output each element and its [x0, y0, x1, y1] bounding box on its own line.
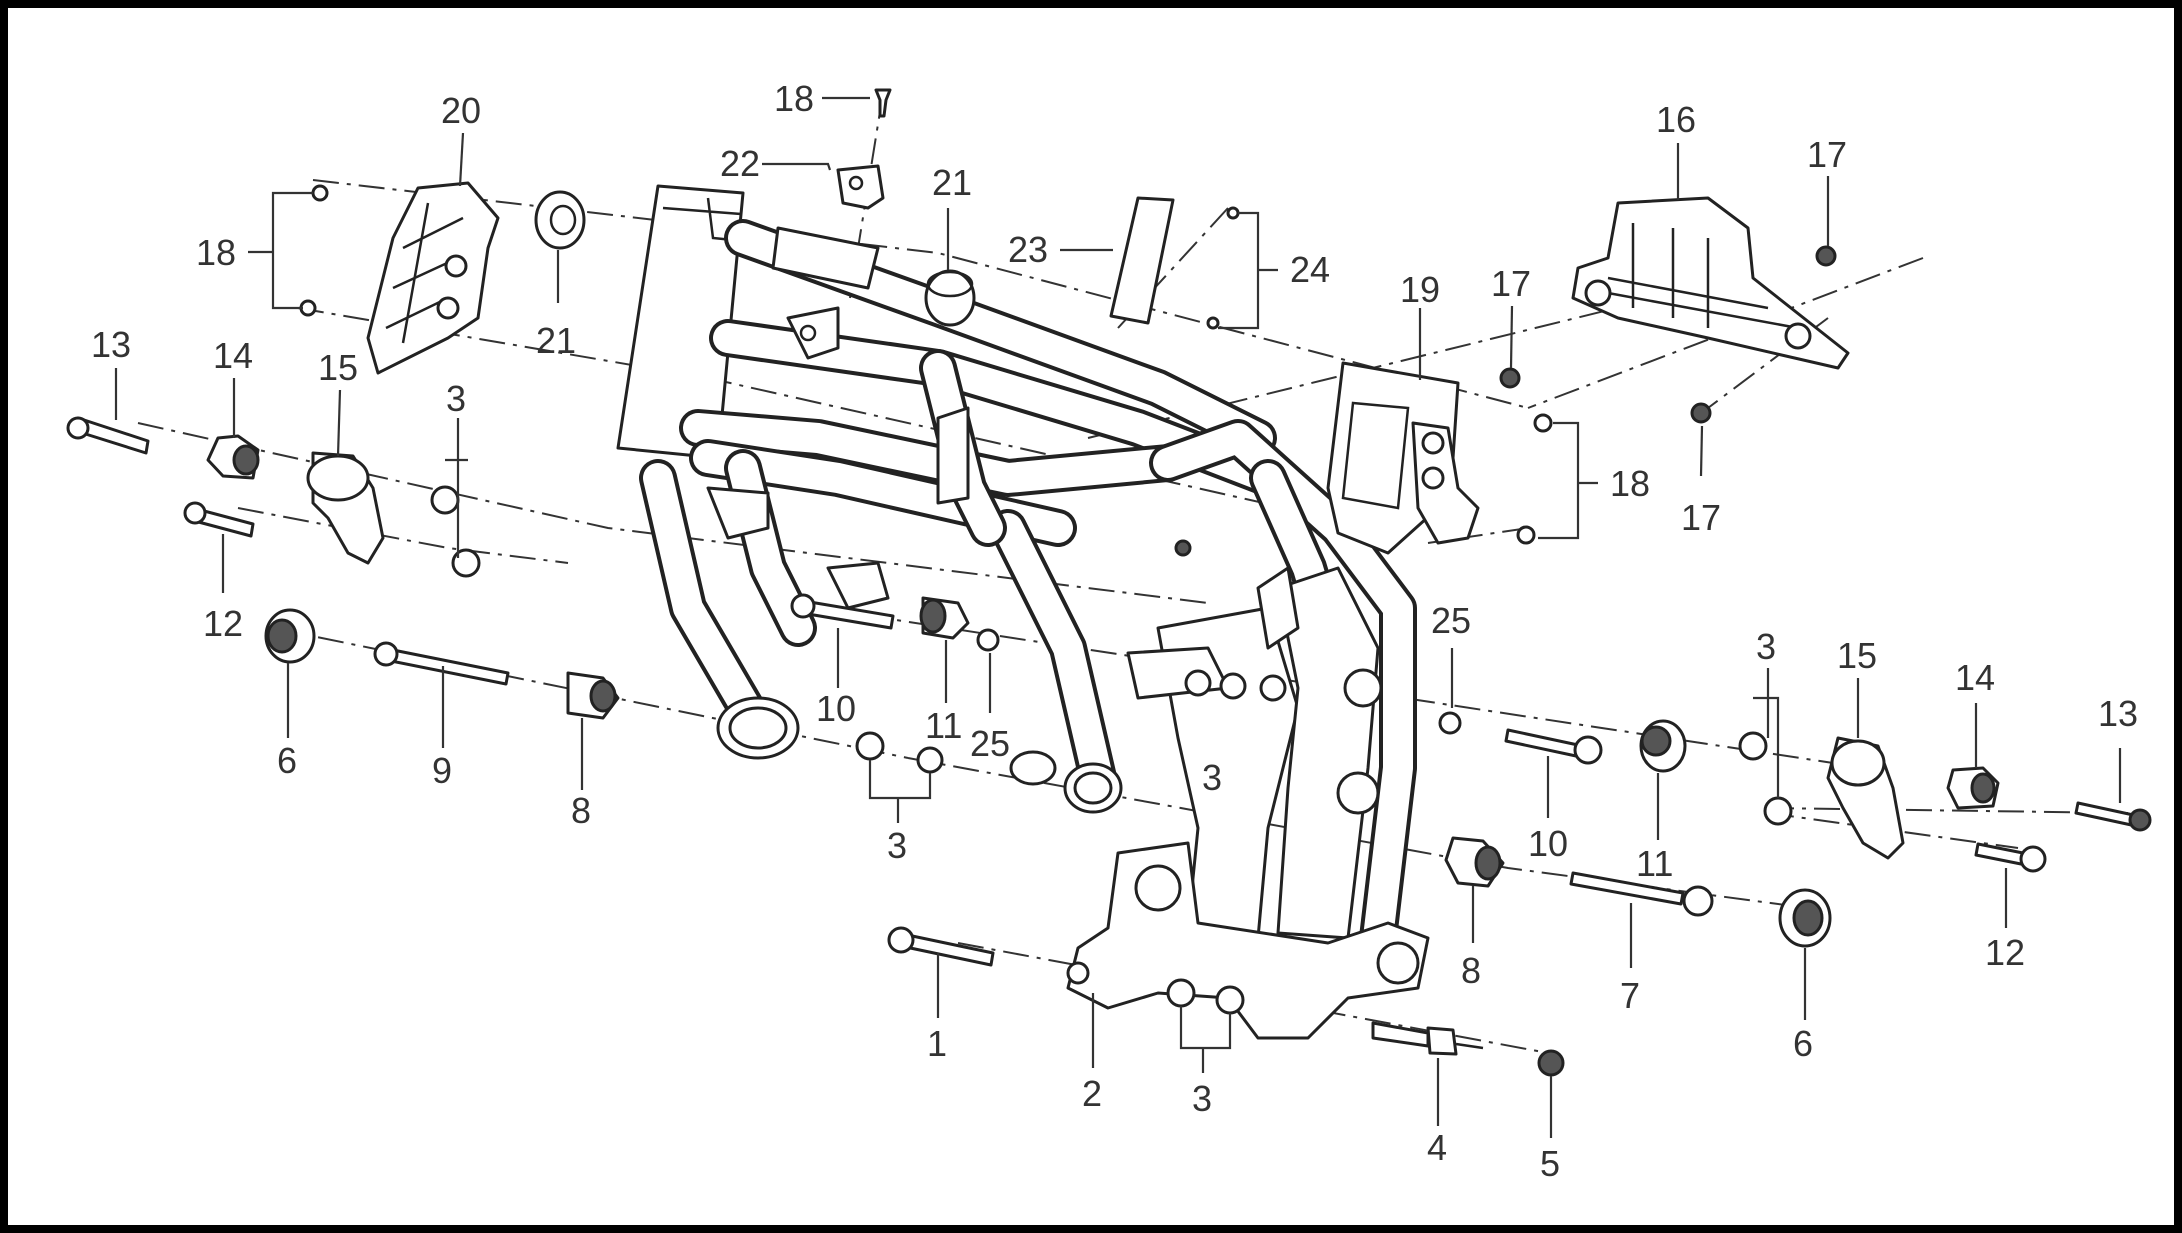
part-20-front-cover — [366, 181, 500, 375]
bolt-10-right — [1504, 728, 1580, 758]
callout-14: 14 — [213, 335, 253, 376]
axis-plate-23 — [1117, 207, 1229, 329]
nut-3-bottom-right — [1215, 985, 1245, 1015]
callout-22: 22 — [720, 143, 760, 184]
callout-13: 13 — [2098, 693, 2138, 734]
nut-3-right-lower — [1763, 796, 1793, 826]
callout-17: 17 — [1807, 134, 1847, 175]
nut-3-right-upper — [1738, 731, 1768, 761]
callout-18: 18 — [1610, 463, 1650, 504]
exploded-parts-diagram: 18 22 20 21 21 23 24 16 17 17 17 19 18 1… — [66, 78, 2152, 1184]
callout-25: 25 — [1431, 600, 1471, 641]
callout-6: 6 — [1793, 1023, 1813, 1064]
screw-18-right-upper — [1533, 413, 1553, 433]
bushing-21-right — [924, 269, 976, 327]
nut-3-left-upper — [430, 485, 460, 515]
callout-25: 25 — [970, 723, 1010, 764]
nut-3-center-left — [855, 731, 885, 761]
screw-18-left-upper — [311, 184, 329, 202]
axis-front-mount-12 — [237, 507, 569, 564]
screw-17-lower — [1690, 402, 1712, 424]
callout-4: 4 — [1427, 1127, 1447, 1168]
callout-6: 6 — [277, 740, 297, 781]
nut-5 — [1537, 1049, 1565, 1077]
axis-bolt-17-upper — [1527, 257, 1924, 409]
callout-14: 14 — [1955, 657, 1995, 698]
callout-7: 7 — [1620, 975, 1640, 1016]
callout-18: 18 — [774, 78, 814, 119]
callout-15: 15 — [318, 347, 358, 388]
callout-11: 11 — [925, 705, 962, 746]
callout-8: 8 — [1461, 950, 1481, 991]
axis-bolt-18-lower — [1427, 527, 1529, 544]
callout-17: 17 — [1681, 497, 1721, 538]
part-24-rivets — [1206, 206, 1240, 330]
callout-2: 2 — [1082, 1073, 1102, 1114]
washer-25-right — [1438, 711, 1462, 735]
leader-lines — [114, 96, 2122, 1138]
callout-9: 9 — [432, 750, 452, 791]
callout-15: 15 — [1837, 635, 1877, 676]
bolt-9 — [379, 646, 510, 686]
callout-21: 21 — [536, 320, 576, 361]
callout-1: 1 — [927, 1023, 947, 1064]
part-21-bushings — [534, 190, 976, 327]
callout-21: 21 — [932, 162, 972, 203]
callout-3: 3 — [1192, 1078, 1212, 1119]
axis-rear-mount-13 — [1767, 807, 2129, 814]
bushing-21-left — [534, 190, 586, 250]
nut-3-center-right — [916, 746, 944, 774]
callout-10: 10 — [816, 688, 856, 729]
callout-labels: 18 22 20 21 21 23 24 16 17 17 17 19 18 1… — [91, 78, 2138, 1184]
callout-11: 11 — [1636, 843, 1673, 884]
callout-3: 3 — [1202, 757, 1222, 798]
bolt-7 — [1569, 871, 1685, 906]
screw-17-mid — [1499, 367, 1521, 389]
axis-front-mount-13 — [137, 422, 1209, 604]
callout-17: 17 — [1491, 263, 1531, 304]
axis-upper-bolts — [312, 179, 1529, 409]
callout-5: 5 — [1540, 1143, 1560, 1184]
screw-18-left-lower — [299, 299, 317, 317]
callout-13: 13 — [91, 324, 131, 365]
callout-16: 16 — [1656, 99, 1696, 140]
part-22-bracket — [836, 164, 885, 210]
callout-3: 3 — [887, 825, 907, 866]
fasteners — [66, 88, 2152, 1077]
washer-25-left — [976, 628, 1000, 652]
callout-18: 18 — [196, 232, 236, 273]
callout-23: 23 — [1008, 229, 1048, 270]
part-16-rear-cover — [1571, 196, 1850, 370]
part-19-bracket — [1326, 361, 1480, 555]
callout-12: 12 — [203, 603, 243, 644]
callout-12: 12 — [1985, 932, 2025, 973]
screw-18-top — [874, 88, 892, 118]
bolt-13-right — [2074, 801, 2140, 828]
part-2-rear-mount-bracket — [1066, 841, 1430, 1040]
frame-bracket-top — [771, 226, 880, 290]
part-23-plate — [1109, 196, 1175, 325]
callout-3: 3 — [446, 378, 466, 419]
nut-3-left-lower — [451, 548, 481, 578]
main-frame — [616, 184, 1417, 957]
callout-10: 10 — [1528, 823, 1568, 864]
callout-24: 24 — [1290, 249, 1330, 290]
screw-18-right-lower — [1516, 525, 1536, 545]
callout-19: 19 — [1400, 269, 1440, 310]
callout-20: 20 — [441, 90, 481, 131]
callout-8: 8 — [571, 790, 591, 831]
nut-3-bottom-left — [1166, 978, 1196, 1008]
callout-3: 3 — [1756, 626, 1776, 667]
screw-17-upper — [1815, 245, 1837, 267]
